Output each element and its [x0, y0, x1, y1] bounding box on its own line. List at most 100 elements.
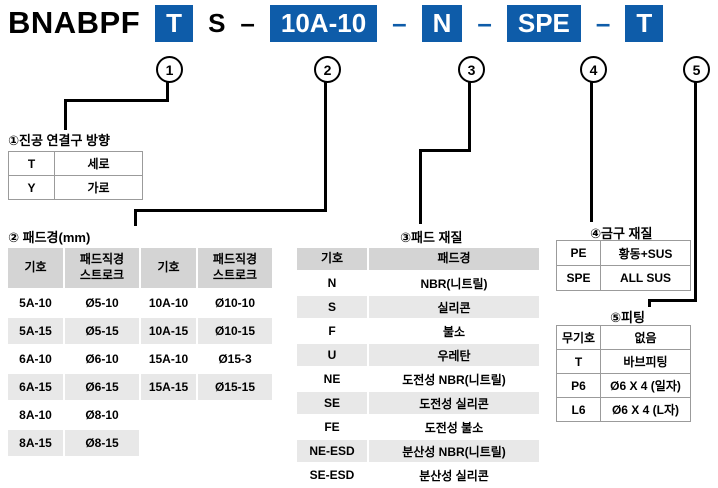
cell-value: 도전성 NBR(니트릴) — [367, 366, 541, 392]
code-segment-direction: T — [155, 5, 194, 42]
cell-symbol: L6 — [556, 397, 601, 422]
connector-line — [134, 209, 137, 226]
header-row: 기호 패드직경 스트로크 — [139, 246, 274, 290]
cell-symbol: T — [8, 151, 55, 176]
cell-symbol: 5A-10 — [6, 288, 65, 318]
cell-value: Ø6 X 4 (L자) — [600, 397, 691, 422]
cell-value: 분산성 NBR(니트릴) — [367, 438, 541, 464]
fitting-table: 무기호 없음 T 바브피팅 P6 Ø6 X 4 (일자) L6 Ø6 X 4 (… — [556, 325, 691, 422]
cell-symbol: 8A-15 — [6, 428, 65, 458]
cell-symbol: F — [295, 318, 369, 344]
cell-symbol: 15A-10 — [139, 344, 198, 374]
code-prefix: BNABPF — [8, 5, 141, 41]
title-fitting: ⑤피팅 — [610, 310, 645, 325]
col-header-symbol: 기호 — [6, 246, 65, 290]
cell-value: Ø15-15 — [196, 372, 274, 402]
cell-value: 우레탄 — [367, 342, 541, 368]
title-vacuum-port-direction: ①진공 연결구 방향 — [8, 133, 110, 148]
cell-value: 불소 — [367, 318, 541, 344]
cell-symbol: 무기호 — [556, 325, 601, 350]
table-row: L6 Ø6 X 4 (L자) — [556, 397, 691, 422]
title-bracket-material: ④금구 재질 — [590, 226, 653, 241]
cell-symbol: 15A-15 — [139, 372, 198, 402]
cell-value: 세로 — [54, 151, 143, 176]
cell-value: Ø5-10 — [63, 288, 141, 318]
connector-line — [419, 149, 471, 152]
vacuum-direction-table: T 세로 Y 가로 — [8, 151, 143, 200]
cell-value: Ø8-15 — [63, 428, 141, 458]
cell-symbol: T — [556, 349, 601, 374]
cell-value: Ø15-3 — [196, 344, 274, 374]
code-segment-series: S — [208, 7, 226, 38]
col-header-symbol: 기호 — [295, 246, 369, 272]
cell-value: 분산성 실리콘 — [367, 462, 541, 488]
col-header-symbol: 기호 — [139, 246, 198, 290]
callout-4: 4 — [580, 56, 607, 83]
connector-line — [134, 209, 327, 212]
order-code: BNABPF T S – 10A-10 – N – SPE – T — [8, 5, 664, 42]
cell-symbol: SPE — [556, 265, 601, 291]
header-row: 기호 패드직경 스트로크 — [6, 246, 141, 290]
cell-value: Ø10-15 — [196, 316, 274, 346]
table-row: PE 황동+SUS — [556, 240, 691, 266]
connector-line — [166, 80, 169, 102]
connector-line — [648, 299, 697, 302]
cell-symbol: S — [295, 294, 369, 320]
connector-line — [694, 80, 697, 302]
table-row: T 바브피팅 — [556, 349, 691, 374]
col-header-pad-diameter-stroke: 패드직경 스트로크 — [63, 246, 141, 290]
callout-3: 3 — [458, 56, 485, 83]
cell-value: 황동+SUS — [600, 240, 691, 266]
cell-symbol: 8A-10 — [6, 400, 65, 430]
cell-symbol: PE — [556, 240, 601, 266]
code-dash-icon: – — [477, 7, 492, 38]
cell-value: Ø10-10 — [196, 288, 274, 318]
code-segment-pad-size: 10A-10 — [269, 5, 378, 42]
header-row: 기호 패드경 — [295, 246, 541, 272]
bracket-material-table: PE 황동+SUS SPE ALL SUS — [556, 240, 691, 291]
code-dash-icon: – — [595, 7, 611, 38]
cell-symbol: N — [295, 270, 369, 296]
code-segment-pad-material: N — [421, 5, 463, 42]
cell-value: 바브피팅 — [600, 349, 691, 374]
cell-value: Ø6-15 — [63, 372, 141, 402]
code-segment-bracket-material: SPE — [506, 5, 581, 42]
col-header-pad-diameter-stroke: 패드직경 스트로크 — [196, 246, 274, 290]
connector-line — [64, 99, 67, 130]
cell-symbol: 10A-15 — [139, 316, 198, 346]
table-row: 무기호 없음 — [556, 325, 691, 350]
cell-symbol: 10A-10 — [139, 288, 198, 318]
code-dash-icon: – — [240, 7, 255, 38]
title-pad-material: ③패드 재질 — [400, 230, 463, 245]
callout-5: 5 — [683, 56, 710, 83]
cell-symbol: 5A-15 — [6, 316, 65, 346]
table-row: Y 가로 — [8, 175, 143, 200]
cell-symbol: U — [295, 342, 369, 368]
cell-value: NBR(니트릴) — [367, 270, 541, 296]
cell-symbol: NE-ESD — [295, 438, 369, 464]
table-row: SPE ALL SUS — [556, 265, 691, 291]
connector-line — [324, 80, 327, 212]
cell-symbol: NE — [295, 366, 369, 392]
connector-line — [468, 80, 471, 152]
cell-symbol: SE — [295, 390, 369, 416]
